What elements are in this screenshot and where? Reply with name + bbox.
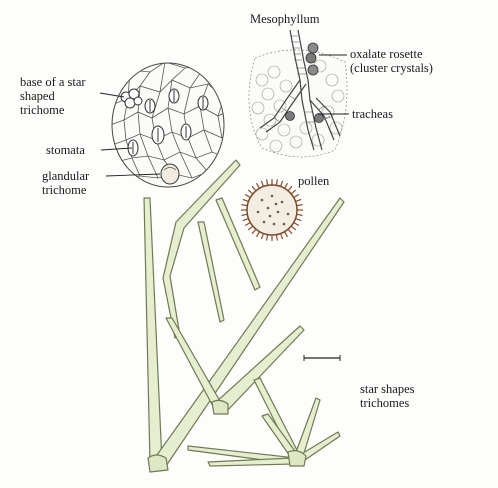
label-base-star-trichome: base of a star shaped trichome	[20, 75, 86, 117]
pollen-grain	[241, 179, 303, 241]
label-stomata: stomata	[46, 143, 85, 157]
epidermis-cell-cluster	[110, 62, 226, 187]
label-oxalate-rosette: oxalate rosette (cluster crystals)	[350, 47, 433, 75]
glandular-trichome-cell	[161, 164, 179, 184]
label-star-shapes-trichomes: star shapes trichomes	[360, 382, 415, 410]
single-trichomes	[163, 160, 260, 338]
label-glandular-trichome: glandular trichome	[42, 169, 89, 197]
trichome-short-1	[198, 222, 224, 322]
label-pollen: pollen	[298, 174, 329, 188]
label-mesophyllum: Mesophyllum	[250, 12, 319, 26]
label-tracheas: tracheas	[352, 107, 393, 121]
mesophyll-section	[249, 30, 347, 157]
